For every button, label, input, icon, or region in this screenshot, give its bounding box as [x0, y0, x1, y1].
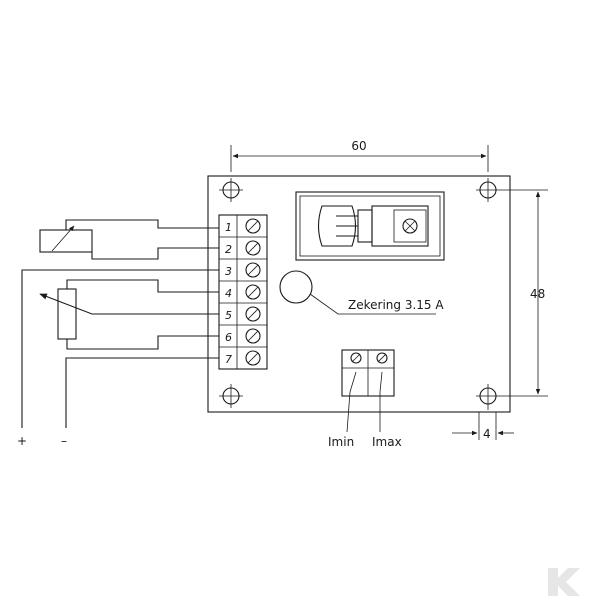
dimension-height: [500, 189, 548, 397]
mounting-hole-top-right: [476, 178, 500, 202]
k-logo: [548, 568, 580, 596]
imax-label: Imax: [372, 435, 402, 449]
terminal-number-7: 7: [225, 353, 232, 366]
terminal-number-4: 4: [225, 287, 232, 300]
imax-leader: [379, 371, 383, 432]
dimension-height-label: 48: [530, 287, 545, 301]
terminal-screw-2: [245, 240, 261, 256]
terminal-block: [218, 214, 268, 370]
imin-leader: [346, 371, 357, 433]
terminal-number-6: 6: [225, 331, 232, 344]
fuse-label: Zekering 3.15 A: [348, 298, 444, 312]
imin-label: Imin: [328, 435, 354, 449]
fuse-leader: [309, 293, 436, 315]
wire-terminal-3-plus: [21, 269, 219, 428]
dimension-width: [230, 145, 489, 172]
plus-label: +: [17, 434, 27, 448]
terminal-number-3: 3: [225, 265, 232, 278]
adjustment-trimmers: [341, 349, 395, 397]
sensor-top: [39, 219, 219, 260]
terminal-screw-5: [245, 306, 261, 322]
relay-component: [295, 191, 445, 261]
terminal-screw-4: [245, 284, 261, 300]
terminal-screw-1: [245, 218, 261, 234]
terminal-screw-6: [245, 328, 261, 344]
circuit-board: [207, 175, 511, 413]
dimension-width-label: 60: [351, 139, 366, 153]
mounting-hole-bottom-right: [476, 384, 500, 410]
terminal-screw-3: [245, 262, 261, 278]
terminal-number-1: 1: [225, 221, 232, 234]
terminal-number-5: 5: [225, 309, 232, 322]
minus-label: –: [61, 434, 67, 448]
mounting-hole-bottom-left: [219, 384, 243, 408]
dimension-hole-offset-label: 4: [483, 427, 491, 441]
mounting-hole-top-left: [219, 178, 243, 202]
dimension-hole-offset: [452, 412, 514, 440]
fuse-symbol: [279, 270, 313, 304]
terminal-screw-7: [245, 350, 261, 366]
adjustable-resistor: [39, 279, 219, 350]
terminal-number-2: 2: [225, 243, 232, 256]
wire-terminal-7-minus: [65, 357, 219, 428]
